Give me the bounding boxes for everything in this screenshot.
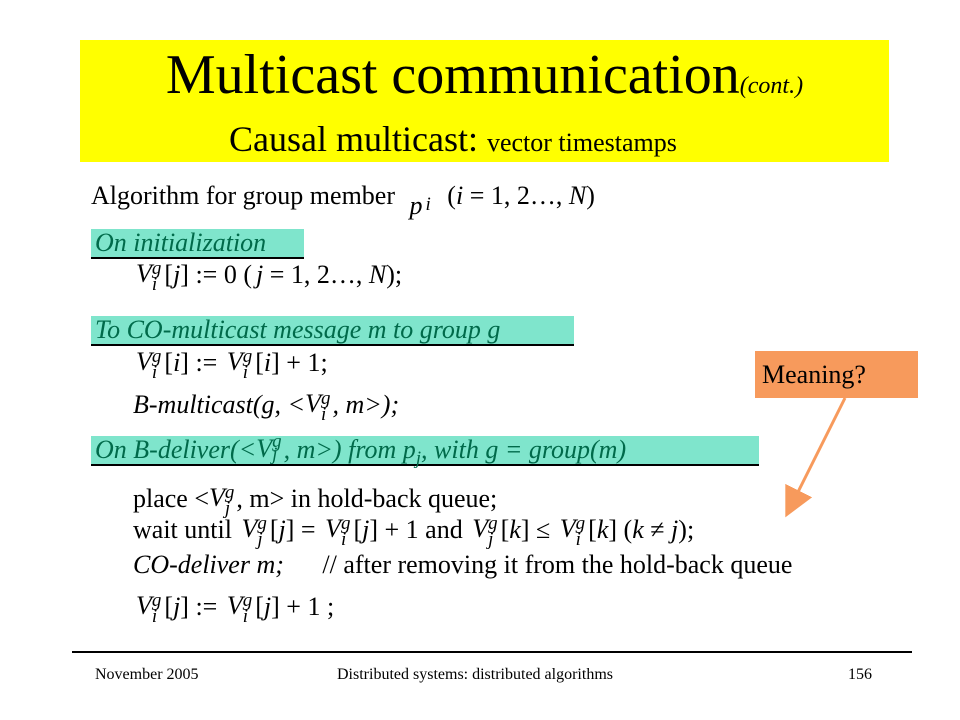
intro-line: Algorithm for group member xpi (i = 1, 2… bbox=[91, 178, 595, 220]
code-token: [ bbox=[255, 348, 264, 377]
slide-title: Multicast communication(cont.) bbox=[80, 44, 889, 117]
code-token: j bbox=[256, 260, 264, 289]
section-header-text: On B-deliver(< bbox=[95, 435, 257, 464]
slide-title-suffix: (cont.) bbox=[739, 73, 804, 99]
code-token: [ bbox=[588, 515, 597, 544]
code-token: i bbox=[173, 348, 181, 377]
code-token: CO-deliver m; bbox=[133, 550, 284, 579]
section-header-text: On initialization bbox=[95, 228, 267, 257]
code-token: [ bbox=[353, 515, 363, 544]
footer-rule bbox=[72, 651, 912, 653]
group-size-n: N bbox=[568, 180, 587, 210]
code-token: ] ≤ bbox=[520, 515, 551, 544]
code-token: ] + 1; bbox=[271, 348, 328, 377]
code-token: [ bbox=[269, 515, 279, 544]
code-token: j bbox=[173, 592, 181, 621]
code-token: ] ( bbox=[608, 515, 633, 544]
slide-title-text: Multicast communication bbox=[165, 44, 740, 106]
not-equal-symbol: ≠ bbox=[650, 515, 665, 544]
code-token: ] = bbox=[285, 515, 316, 544]
paren-open: ( bbox=[447, 180, 456, 210]
code-token: N bbox=[368, 260, 387, 289]
code-token: k bbox=[632, 515, 644, 544]
section-header-text: , m>) from bbox=[283, 435, 397, 464]
sender-symbol: p bbox=[402, 435, 416, 464]
code-token: place < bbox=[133, 484, 210, 513]
section-header-text: To CO-multicast message m to group g bbox=[95, 315, 501, 344]
meaning-callout: Meaning? bbox=[755, 351, 918, 398]
callout-text: Meaning? bbox=[762, 360, 866, 389]
code-token: ] + 1 ; bbox=[271, 592, 335, 621]
code-token: k bbox=[596, 515, 609, 544]
code-token: ); bbox=[386, 260, 403, 289]
member-subscript: i bbox=[425, 194, 431, 216]
code-token: j bbox=[362, 515, 370, 544]
code-token: j bbox=[671, 515, 679, 544]
code-token: wait until bbox=[133, 515, 232, 544]
code-token: ] + 1 and bbox=[369, 515, 463, 544]
code-token: j bbox=[263, 592, 272, 621]
code-token: [ bbox=[500, 515, 510, 544]
code-token: ] := 0 ( bbox=[180, 260, 252, 289]
code-token: = 1, 2…, bbox=[269, 260, 363, 289]
index-i: i bbox=[455, 180, 464, 210]
sender-subscript: j bbox=[415, 448, 422, 470]
intro-prefix: Algorithm for group member bbox=[91, 180, 395, 210]
code-token: ] := bbox=[180, 348, 218, 377]
code-token: [ bbox=[164, 260, 174, 289]
section-header-co-multicast: To CO-multicast message m to group g bbox=[91, 316, 574, 346]
slide-subtitle: Causal multicast: vector timestamps bbox=[229, 119, 677, 163]
footer-page-number: 156 bbox=[848, 666, 872, 683]
code-token: j bbox=[173, 260, 181, 289]
title-band: Multicast communication(cont.) Causal mu… bbox=[80, 40, 889, 162]
code-token: , m> in hold-back queue; bbox=[236, 484, 498, 513]
code-token: i bbox=[263, 348, 272, 377]
code-token: [ bbox=[164, 592, 174, 621]
range-text: = 1, 2…, bbox=[469, 180, 563, 210]
footer-date: November 2005 bbox=[95, 666, 199, 683]
member-symbol: xp bbox=[409, 191, 423, 220]
code-token: , m>); bbox=[332, 390, 400, 419]
paren-close: ) bbox=[586, 180, 595, 210]
code-token: [ bbox=[164, 348, 174, 377]
section-header-initialization: On initialization bbox=[91, 229, 304, 259]
code-token: ] := bbox=[180, 592, 218, 621]
code-token: [ bbox=[255, 592, 264, 621]
slide-subtitle-main: Causal multicast: bbox=[229, 119, 478, 159]
codeliver-line: CO-deliver m; // after removing it from … bbox=[133, 550, 792, 580]
callout-arrow-line bbox=[785, 397, 847, 518]
code-comment: // after removing it from the hold-back … bbox=[322, 550, 793, 579]
code-token: k bbox=[509, 515, 521, 544]
code-token: B-multicast(g, < bbox=[133, 390, 306, 419]
code-token: ); bbox=[678, 515, 695, 544]
code-token: j bbox=[278, 515, 286, 544]
footer-course: Distributed systems: distributed algorit… bbox=[337, 666, 613, 683]
section-header-text: , with g = group(m) bbox=[421, 435, 627, 464]
slide-subtitle-small: vector timestamps bbox=[486, 128, 677, 157]
